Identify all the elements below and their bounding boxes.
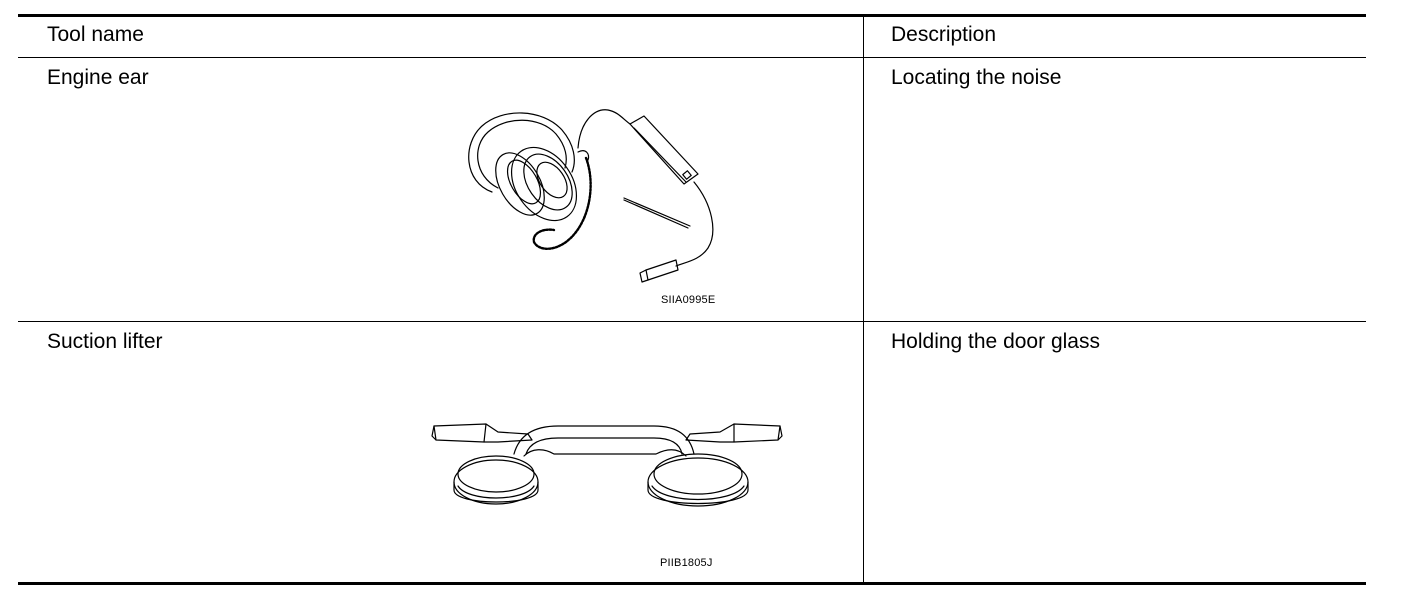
- suction-lifter-icon: [428, 412, 786, 526]
- header-tool-name: Tool name: [47, 23, 144, 46]
- table-bottom-border: [18, 582, 1366, 585]
- tool-name-cell: Engine ear: [47, 66, 149, 89]
- header-divider: [18, 57, 1366, 58]
- figure-code: SIIA0995E: [661, 294, 716, 306]
- description-cell: Holding the door glass: [891, 330, 1100, 353]
- header-description: Description: [891, 23, 997, 46]
- figure-code: PIIB1805J: [660, 557, 713, 569]
- column-divider: [863, 16, 864, 584]
- table-top-border: [18, 14, 1366, 17]
- row-divider: [18, 321, 1366, 322]
- engine-ear-headset-icon: [462, 104, 732, 290]
- description-cell: Locating the noise: [891, 66, 1062, 89]
- tool-name-cell: Suction lifter: [47, 330, 163, 353]
